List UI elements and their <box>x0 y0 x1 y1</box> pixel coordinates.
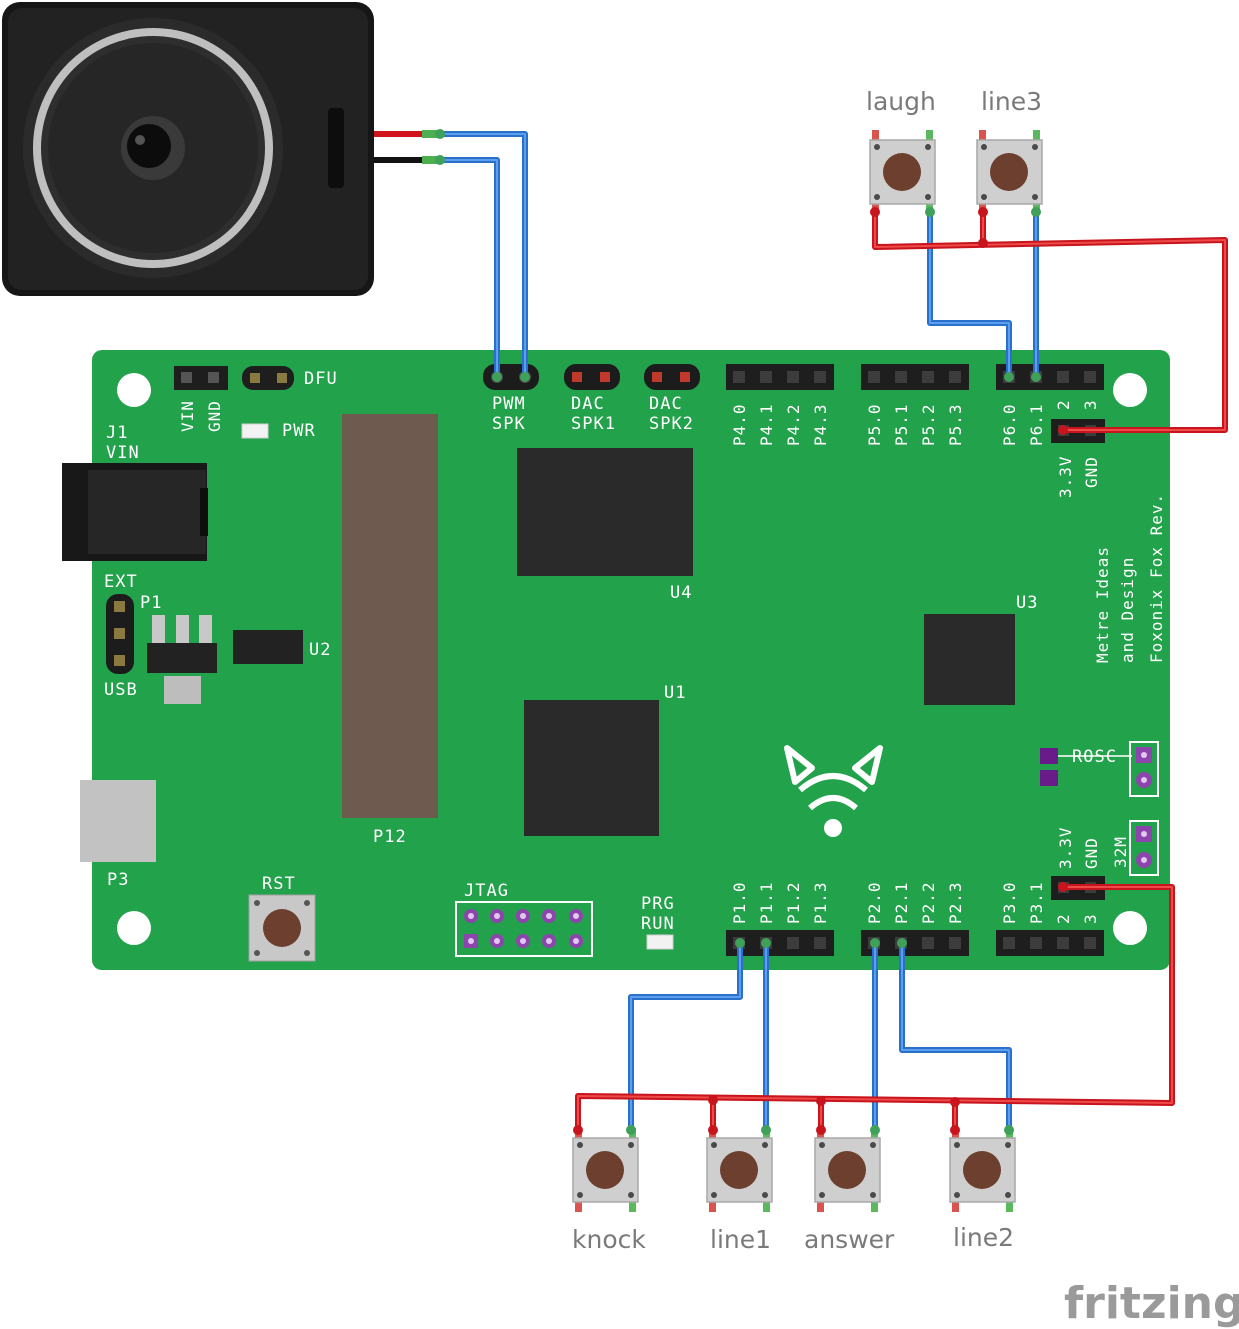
pin-p4-2: P4.2 <box>784 403 803 446</box>
pin-p1-2: P1.2 <box>784 881 803 924</box>
label-gnd: GND <box>205 400 224 432</box>
label-rst: RST <box>262 874 296 894</box>
speaker-leads <box>374 130 440 164</box>
pushbutton-knock[interactable] <box>572 1128 639 1212</box>
wire-line2-p2-1 <box>897 938 1014 1135</box>
pin-p3-2: 2 <box>1054 913 1073 924</box>
label-vin: VIN <box>178 400 197 432</box>
pin-p5-0: P5.0 <box>865 403 884 446</box>
wire-speaker-pwm <box>435 155 502 382</box>
label-spk: SPK <box>492 414 526 434</box>
label-rosc: ROSC <box>1072 747 1117 767</box>
wire-gnd-line1 <box>708 1095 718 1135</box>
label-spk1: SPK1 <box>571 414 616 434</box>
pushbutton-laugh[interactable] <box>869 130 936 214</box>
wire-speaker-spk <box>435 129 530 382</box>
wire-gnd-top <box>870 207 1228 435</box>
wire-gnd-answer <box>816 1096 826 1135</box>
pin-p6-0: P6.0 <box>1000 403 1019 446</box>
label-knock: knock <box>572 1225 646 1254</box>
pin-p1-0: P1.0 <box>730 881 749 924</box>
pin-p6-3: 3 <box>1081 399 1100 410</box>
wire-gnd-line2 <box>950 1097 960 1135</box>
wires <box>435 129 1228 1135</box>
pin-p3-0: P3.0 <box>1000 881 1019 924</box>
label-pwm: PWM <box>492 394 526 414</box>
label-p12: P12 <box>373 827 407 847</box>
label-u1: U1 <box>664 683 686 703</box>
label-jtag: JTAG <box>464 881 509 901</box>
label-dac1: DAC <box>571 394 605 414</box>
pin-p3-3: 3 <box>1081 913 1100 924</box>
pin-p6-2: 2 <box>1054 399 1073 410</box>
wire-gnd-top-line3 <box>978 207 988 248</box>
label-j1-vin: VIN <box>106 443 140 463</box>
pin-p1-3: P1.3 <box>811 881 830 924</box>
speaker <box>2 2 374 296</box>
pin-p2-0: P2.0 <box>865 881 884 924</box>
fox-logo <box>784 745 883 811</box>
maker-line-2: and Design <box>1118 557 1137 663</box>
pin-p4-3: P4.3 <box>811 403 830 446</box>
label-u3: U3 <box>1016 593 1038 613</box>
maker-line-1: Metre Ideas <box>1093 546 1112 663</box>
pin-p2-3: P2.3 <box>946 881 965 924</box>
pin-p5-3: P5.3 <box>946 403 965 446</box>
label-j1: J1 <box>106 423 128 443</box>
fritzing-watermark: fritzing <box>1064 1278 1239 1329</box>
pushbutton-line3[interactable] <box>976 130 1043 214</box>
pin-p2-2: P2.2 <box>919 881 938 924</box>
label-3v3-bot: 3.3V <box>1056 826 1075 869</box>
label-u2: U2 <box>309 640 331 660</box>
pin-p3-1: P3.1 <box>1027 881 1046 924</box>
label-32m: 32M <box>1111 836 1130 868</box>
label-p1: P1 <box>140 593 162 613</box>
pin-p5-1: P5.1 <box>892 403 911 446</box>
label-p3: P3 <box>107 870 129 890</box>
foxonix-board <box>62 350 1170 970</box>
push-buttons <box>572 130 1043 1212</box>
label-3v3-top: 3.3V <box>1056 455 1075 498</box>
label-gnd-top: GND <box>1082 456 1101 488</box>
label-ext: EXT <box>104 572 138 592</box>
label-run: RUN <box>641 914 675 934</box>
pushbutton-line2[interactable] <box>949 1128 1016 1212</box>
label-dac2: DAC <box>649 394 683 414</box>
wire-gnd-bottom <box>573 882 1175 1135</box>
pin-p6-1: P6.1 <box>1027 403 1046 446</box>
silkscreen: VIN GND DFU PWR J1 VIN EXT P1 USB U2 U4 … <box>104 369 1166 934</box>
button-labels: laugh line3 knock line1 answer line2 <box>572 87 1042 1254</box>
label-u4: U4 <box>670 583 692 603</box>
pin-p4-1: P4.1 <box>757 403 776 446</box>
wire-knock-p1-0 <box>626 938 745 1135</box>
label-usb: USB <box>104 680 138 700</box>
label-pwr: PWR <box>282 421 316 441</box>
label-spk2: SPK2 <box>649 414 694 434</box>
label-answer: answer <box>804 1225 895 1254</box>
pin-p5-2: P5.2 <box>919 403 938 446</box>
wire-laugh-p6-0 <box>925 207 1014 382</box>
pushbutton-line1[interactable] <box>706 1128 773 1212</box>
pin-p1-1: P1.1 <box>757 881 776 924</box>
label-dfu: DFU <box>304 369 338 389</box>
label-line1: line1 <box>710 1225 771 1254</box>
pushbutton-answer[interactable] <box>814 1128 881 1212</box>
label-line3: line3 <box>981 87 1042 116</box>
label-gnd-bot: GND <box>1082 837 1101 869</box>
label-laugh: laugh <box>866 87 936 116</box>
fox-logo-dot <box>824 819 842 837</box>
pin-p4-0: P4.0 <box>730 403 749 446</box>
board-name: Foxonix Fox Rev. <box>1147 493 1166 663</box>
label-prg: PRG <box>641 894 675 914</box>
label-line2: line2 <box>953 1223 1014 1252</box>
pin-p2-1: P2.1 <box>892 881 911 924</box>
wire-line3-p6-1 <box>1031 207 1041 382</box>
